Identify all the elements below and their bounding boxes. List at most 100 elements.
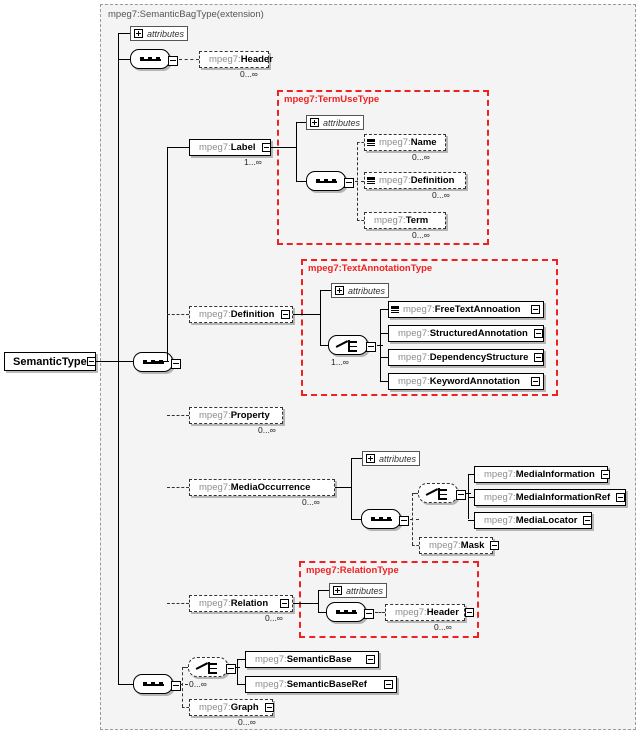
connector	[182, 667, 183, 707]
element-freetextannotation[interactable]: mpeg7: FreeTextAnnoation	[388, 301, 544, 318]
attributes-box-root[interactable]: attributes	[130, 26, 188, 41]
connector	[167, 147, 189, 148]
attributes-label: attributes	[346, 585, 384, 596]
attributes-label: attributes	[348, 285, 386, 296]
expand-icon[interactable]	[399, 516, 409, 526]
expand-icon[interactable]	[531, 377, 540, 386]
expand-icon[interactable]	[168, 56, 178, 66]
connector	[320, 345, 328, 346]
element-name: Property	[230, 410, 270, 421]
cardinality-property: 0...∞	[258, 425, 276, 435]
expand-icon[interactable]	[280, 310, 290, 319]
group-relationtype	[299, 561, 479, 638]
element-dependencystructure[interactable]: mpeg7: DependencyStructure	[388, 349, 544, 366]
cardinality-relation-header: 0...∞	[434, 622, 452, 632]
element-graph[interactable]: mpeg7: Graph	[189, 699, 274, 716]
attributes-box-relation[interactable]: attributes	[329, 583, 387, 598]
element-relation[interactable]: mpeg7: Relation	[189, 595, 293, 612]
element-medialocator[interactable]: mpeg7: MediaLocator	[474, 512, 593, 529]
element-semanticbaseref[interactable]: mpeg7: SemanticBaseRef	[245, 676, 397, 693]
expand-icon[interactable]	[134, 29, 143, 38]
expand-icon[interactable]	[171, 681, 181, 691]
element-mediainformation[interactable]: mpeg7: MediaInformation	[474, 466, 610, 483]
element-term-name[interactable]: mpeg7: Name	[364, 134, 446, 151]
element-label[interactable]: mpeg7: Label	[189, 139, 271, 156]
root-element-semantictype[interactable]: SemanticType	[4, 352, 96, 371]
connector	[380, 309, 388, 310]
expand-icon[interactable]	[310, 118, 319, 127]
cardinality-header-top: 0...∞	[240, 69, 258, 79]
compositor-choice-media[interactable]	[418, 483, 466, 503]
connector	[380, 357, 388, 358]
group-semanticbagtype-title: mpeg7:SemanticBagType(extension)	[108, 9, 264, 20]
connector	[237, 659, 238, 684]
connector	[167, 147, 168, 362]
element-relation-header[interactable]: mpeg7: Header	[385, 604, 474, 621]
element-semanticbase[interactable]: mpeg7: SemanticBase	[245, 651, 379, 668]
connector	[320, 290, 321, 346]
connector	[318, 612, 326, 613]
attributes-box-termuse[interactable]: attributes	[306, 115, 364, 130]
element-mask[interactable]: mpeg7: Mask	[419, 537, 500, 554]
element-mediainformationref[interactable]: mpeg7: MediaInformationRef	[474, 489, 626, 506]
expand-icon[interactable]	[531, 305, 540, 314]
cardinality-graph: 0...∞	[238, 717, 256, 727]
element-term-term[interactable]: mpeg7: Term	[364, 212, 446, 229]
expand-icon[interactable]	[366, 655, 375, 664]
expand-icon[interactable]	[333, 586, 342, 595]
group-textannotationtype-title: mpeg7:TextAnnotationType	[308, 263, 433, 274]
expand-icon[interactable]	[464, 608, 474, 617]
expand-icon[interactable]	[456, 490, 466, 500]
expand-icon[interactable]	[600, 470, 610, 479]
expand-icon[interactable]	[344, 178, 354, 188]
compositor-choice-textann[interactable]	[328, 335, 376, 355]
expand-icon[interactable]	[171, 359, 181, 369]
compositor-seq-bottom[interactable]	[133, 674, 181, 694]
connector	[271, 147, 296, 148]
element-structuredannotation[interactable]: mpeg7: StructuredAnnotation	[388, 325, 544, 342]
connector	[357, 220, 364, 221]
expand-icon[interactable]	[616, 493, 626, 502]
element-definition[interactable]: mpeg7: Definition	[189, 306, 293, 323]
compositor-seq-termuse[interactable]	[306, 171, 354, 191]
attributes-box-media[interactable]: attributes	[362, 451, 420, 466]
element-header-top[interactable]: mpeg7: Header	[199, 51, 273, 68]
expand-icon[interactable]	[384, 680, 393, 689]
compositor-seq-media[interactable]	[361, 509, 409, 529]
element-term-definition[interactable]: mpeg7: Definition	[364, 172, 466, 189]
attributes-box-textann[interactable]: attributes	[331, 283, 389, 298]
element-name: DependencyStructure	[429, 352, 529, 363]
expand-icon[interactable]	[335, 286, 344, 295]
connector	[118, 684, 133, 685]
expand-icon[interactable]	[366, 454, 375, 463]
expand-icon[interactable]	[226, 664, 236, 674]
connector	[351, 458, 352, 520]
expand-icon[interactable]	[583, 516, 593, 525]
compositor-seq-top[interactable]	[130, 49, 178, 69]
connector	[320, 290, 331, 291]
expand-icon[interactable]	[86, 357, 96, 366]
compositor-choice-bottom[interactable]	[188, 657, 236, 677]
cardinality-choice-textann: 1...∞	[331, 357, 349, 367]
connector	[466, 493, 471, 494]
expand-icon[interactable]	[261, 143, 271, 152]
expand-icon[interactable]	[264, 703, 274, 712]
element-prefix: mpeg7:	[255, 679, 287, 690]
element-mediaoccurrence[interactable]: mpeg7: MediaOccurrence	[189, 479, 335, 496]
expand-icon[interactable]	[280, 599, 289, 608]
element-prefix: mpeg7:	[429, 540, 461, 551]
element-prefix: mpeg7:	[395, 607, 427, 618]
expand-icon[interactable]	[366, 342, 376, 352]
element-prefix: mpeg7:	[398, 328, 430, 339]
expand-icon[interactable]	[490, 541, 500, 550]
compositor-seq-relation[interactable]	[326, 602, 374, 622]
cardinality-relation: 0...∞	[265, 613, 283, 623]
compositor-seq-main[interactable]	[133, 352, 181, 372]
expand-icon[interactable]	[364, 609, 374, 619]
element-keywordannotation[interactable]: mpeg7: KeywordAnnotation	[388, 373, 544, 390]
expand-icon[interactable]	[534, 353, 544, 362]
expand-icon[interactable]	[533, 329, 543, 338]
connector	[118, 361, 119, 684]
element-property[interactable]: mpeg7: Property	[189, 407, 283, 424]
